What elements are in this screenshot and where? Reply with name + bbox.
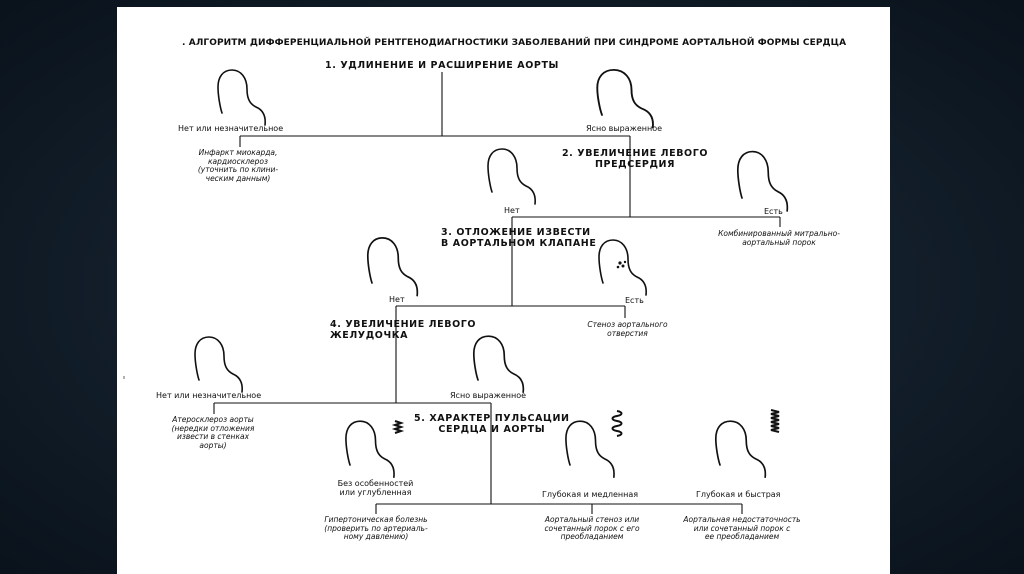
option5a-label: Без особенностей или углубленная xyxy=(337,479,414,498)
heart-silhouette-pulsation-fast xyxy=(714,420,767,479)
step3-title: 3. ОТЛОЖЕНИЕ ИЗВЕСТИ В АОРТАЛЬНОМ КЛАПАН… xyxy=(441,227,597,249)
result1: Инфаркт миокарда, кардиосклероз (уточнит… xyxy=(197,148,279,183)
heart-silhouette-calcification xyxy=(598,239,647,296)
heart-silhouette-normal-aorta xyxy=(217,69,266,126)
step1-left-label: Нет или незначительное xyxy=(178,124,284,133)
step2-title: 2. УВЕЛИЧЕНИЕ ЛЕВОГО ПРЕДСЕРДИЯ xyxy=(561,148,709,170)
step4-right-label: Ясно выраженное xyxy=(450,391,527,400)
step1-title: 1. УДЛИНЕНИЕ И РАСШИРЕНИЕ АОРТЫ xyxy=(325,60,559,71)
result3: Стеноз аортального отверстия xyxy=(587,320,668,338)
result5b: Аортальный стеноз или сочетанный порок с… xyxy=(544,515,640,542)
result5c: Аортальная недостаточность или сочетанны… xyxy=(683,515,801,542)
heart-silhouette-pulsation-slow xyxy=(565,420,615,479)
diagram-sheet xyxy=(117,7,890,574)
step3-left-label: Нет xyxy=(389,295,405,304)
heart-silhouette-no-left-atrium xyxy=(487,148,536,205)
heart-silhouette-pulsation-normal xyxy=(345,420,395,479)
option5c-label: Глубокая и быстрая xyxy=(696,490,781,499)
step2-right-label: Есть xyxy=(764,207,783,216)
result4: Атеросклероз аорты (нередки отложения из… xyxy=(171,415,255,450)
step3-right-label: Есть xyxy=(625,296,644,305)
heart-silhouette-lv-enlargement xyxy=(472,335,525,394)
calcification-icon xyxy=(616,260,627,269)
connector-lines xyxy=(213,72,781,514)
diagram-title: . АЛГОРИТМ ДИФФЕРЕНЦИАЛЬНОЙ РЕНТГЕНОДИАГ… xyxy=(182,38,847,48)
pulsation-slow-wave-icon xyxy=(611,410,623,437)
step4-title: 4. УВЕЛИЧЕНИЕ ЛЕВОГО ЖЕЛУДОЧКА xyxy=(330,319,477,341)
step2-left-label: Нет xyxy=(504,206,520,215)
heart-silhouette-elongated-aorta xyxy=(596,68,654,129)
step1-right-label: Ясно выраженное xyxy=(586,124,663,133)
step4-left-label: Нет или незначительное xyxy=(156,391,262,400)
heart-silhouette-enlarged-left-atrium xyxy=(736,150,789,212)
heart-silhouette-no-calcification xyxy=(366,237,419,297)
option5b-label: Глубокая и медленная xyxy=(542,490,639,499)
pulsation-fast-zigzag-icon xyxy=(770,409,780,433)
step5-title: 5. ХАРАКТЕР ПУЛЬСАЦИИ СЕРДЦА И АОРТЫ xyxy=(414,413,570,435)
result2: Комбинированный митрально- аортальный по… xyxy=(718,229,840,247)
pulsation-shallow-icon xyxy=(391,420,405,434)
result5a: Гипертоническая болезнь (проверить по ар… xyxy=(324,515,428,542)
heart-silhouette-no-lv-enlargement xyxy=(194,336,243,393)
